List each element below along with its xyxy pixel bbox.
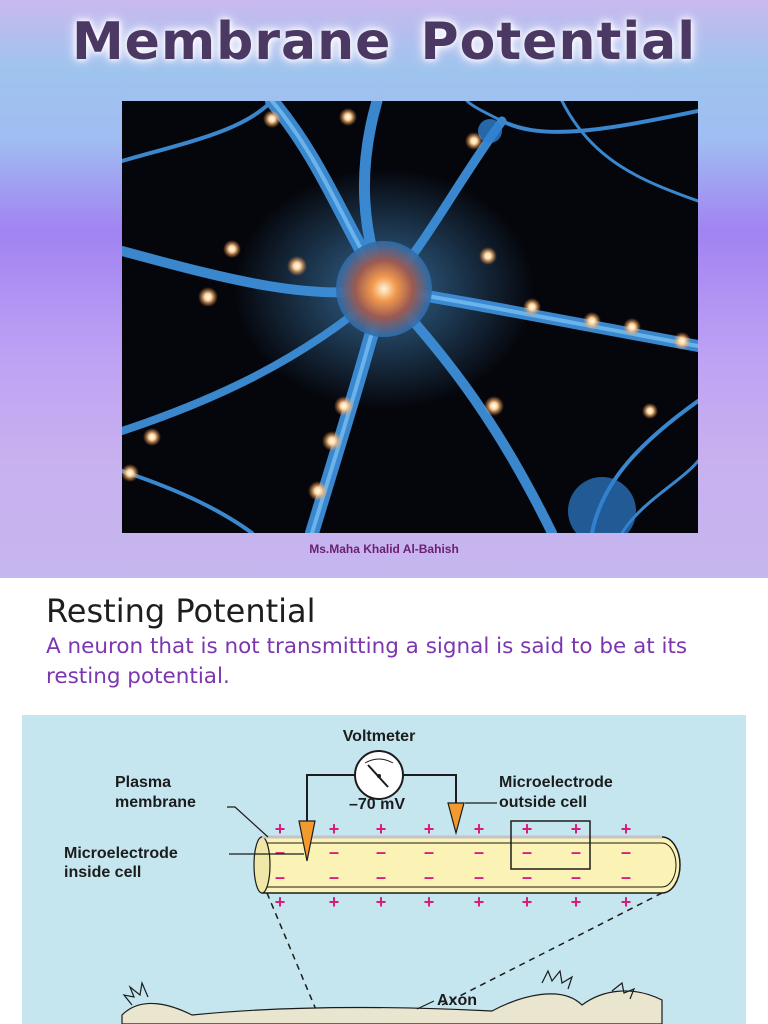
svg-text:+: +	[522, 819, 533, 839]
svg-text:–: –	[571, 867, 581, 887]
neuron-image	[122, 101, 698, 533]
svg-text:–: –	[424, 842, 434, 862]
slide-body-text: A neuron that is not transmitting a sign…	[46, 634, 688, 689]
svg-text:+: +	[621, 819, 632, 839]
svg-text:+: +	[424, 892, 435, 912]
voltmeter-label: Voltmeter	[343, 728, 416, 745]
svg-text:+: +	[474, 892, 485, 912]
svg-text:–: –	[522, 867, 532, 887]
svg-text:–: –	[275, 842, 285, 862]
svg-text:+: +	[376, 819, 387, 839]
inside-electrode-label-line1: Microelectrode	[64, 845, 178, 862]
title-slide: Membrane Potential	[0, 0, 768, 578]
neuron-outline	[121, 969, 663, 1024]
svg-text:–: –	[275, 867, 285, 887]
plasma-membrane-label-line1: Plasma	[115, 774, 171, 791]
svg-text:–: –	[621, 842, 631, 862]
resting-potential-slide: Resting Potential A neuron that is not t…	[0, 578, 768, 1024]
outside-microelectrode-icon	[447, 802, 465, 836]
outside-positive-charges: + + + + + + + + + + + + + + + +	[275, 819, 632, 912]
voltmeter-dial	[354, 750, 404, 800]
svg-text:–: –	[376, 842, 386, 862]
svg-text:–: –	[474, 867, 484, 887]
svg-text:+: +	[621, 892, 632, 912]
svg-text:–: –	[376, 867, 386, 887]
svg-text:+: +	[329, 892, 340, 912]
svg-text:+: +	[424, 819, 435, 839]
svg-text:+: +	[275, 892, 286, 912]
svg-text:–: –	[474, 842, 484, 862]
svg-text:+: +	[522, 892, 533, 912]
svg-text:+: +	[275, 819, 286, 839]
axon-label: Axon	[437, 992, 477, 1009]
outside-electrode-label-line1: Microelectrode	[499, 774, 613, 791]
author-credit: Ms.Maha Khalid Al-Bahish	[309, 542, 459, 556]
svg-text:+: +	[329, 819, 340, 839]
svg-text:+: +	[571, 892, 582, 912]
svg-text:+: +	[474, 819, 485, 839]
detail-box	[510, 820, 591, 870]
resting-potential-diagram: Voltmeter –70 mV + +	[22, 715, 746, 1024]
svg-text:+: +	[376, 892, 387, 912]
svg-text:–: –	[522, 842, 532, 862]
voltage-reading: –70 mV	[349, 796, 405, 813]
inside-negative-charges: – – – – – – – – – – – – – – – –	[275, 842, 631, 887]
plasma-membrane-label-line2: membrane	[115, 794, 196, 811]
inside-electrode-label-line2: inside cell	[64, 864, 141, 881]
axon-tube	[253, 835, 681, 894]
svg-text:–: –	[329, 842, 339, 862]
svg-text:–: –	[571, 842, 581, 862]
inside-microelectrode-icon	[298, 815, 316, 862]
slide-heading: Resting Potential	[46, 592, 316, 630]
svg-text:–: –	[424, 867, 434, 887]
outside-electrode-label-line2: outside cell	[499, 794, 587, 811]
svg-text:–: –	[329, 867, 339, 887]
svg-text:+: +	[571, 819, 582, 839]
slide-title: Membrane Potential	[71, 12, 697, 72]
svg-text:–: –	[621, 867, 631, 887]
